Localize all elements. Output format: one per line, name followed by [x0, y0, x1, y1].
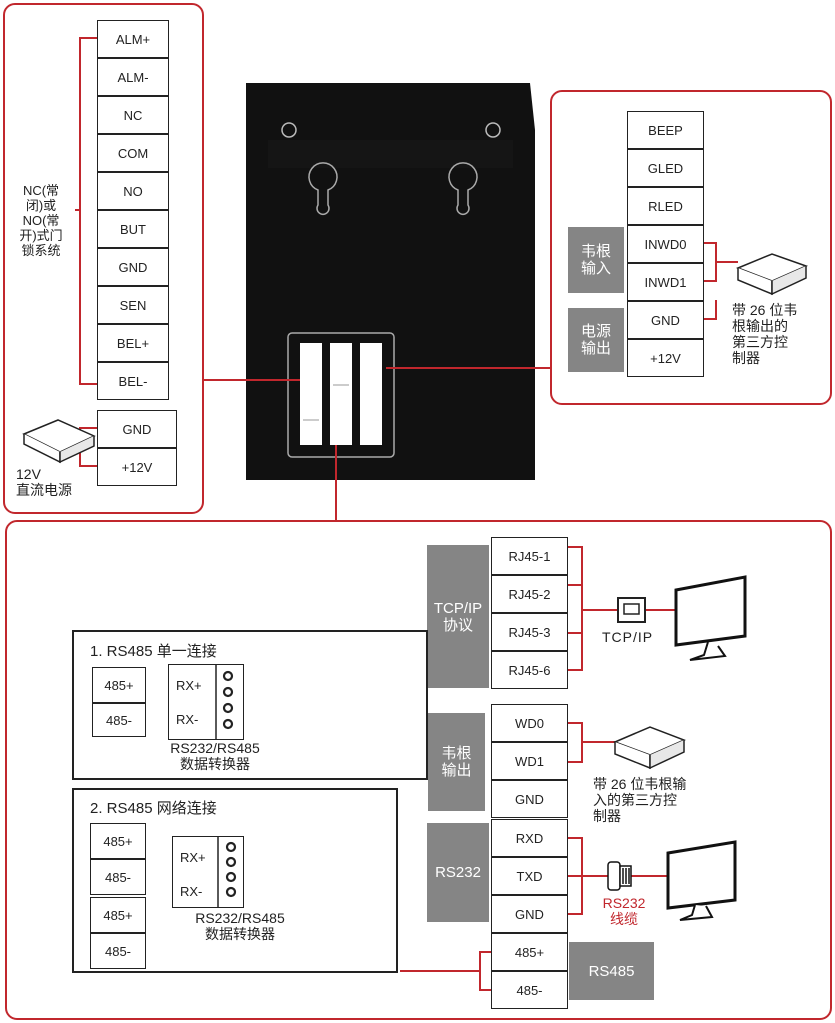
mount-hole-left-icon: [308, 162, 338, 215]
terminal-nc: NC: [97, 96, 169, 134]
mount-hole-right-icon: [448, 162, 478, 215]
wiegand-output-tag: 韦根 输出: [428, 713, 485, 811]
single-device-485-plus: 485+: [92, 667, 146, 703]
terminal-inwd1: INWD1: [627, 263, 704, 301]
network-device-485-minus-1: 485-: [90, 859, 146, 895]
connector-middle: [330, 343, 352, 445]
terminal-beep: BEEP: [627, 111, 704, 149]
tcpip-tag: TCP/IP 协议: [427, 545, 489, 688]
converter-network-rx-minus: RX-: [180, 884, 203, 899]
converter-single-label: RS232/RS485 数据转换器: [170, 740, 260, 772]
terminal-sen: SEN: [97, 286, 169, 324]
terminal-but: BUT: [97, 210, 169, 248]
terminal-com: COM: [97, 134, 169, 172]
terminal-alm-minus: ALM-: [97, 58, 169, 96]
terminal-gnd-rs232: GND: [491, 895, 568, 933]
terminal-rj45-3: RJ45-3: [491, 613, 568, 651]
panel-right-io: [550, 90, 832, 405]
wiegand-input-tag: 韦根 输入: [568, 227, 624, 293]
converter-network-rx-plus: RX+: [180, 850, 206, 865]
terminal-txd: TXD: [491, 857, 568, 895]
panel-communication: [5, 520, 832, 1020]
network-device-485-plus-1: 485+: [90, 823, 146, 859]
panel-door-lock: [3, 3, 204, 514]
terminal-485-minus: 485-: [491, 971, 568, 1009]
monitor-tcpip-icon: [674, 575, 747, 661]
converter-single-rx-minus: RX-: [176, 712, 199, 727]
terminal-bel-plus: BEL+: [97, 324, 169, 362]
connector-right: [360, 343, 382, 445]
rs485-network-title: 2. RS485 网络连接: [90, 800, 217, 817]
power-terminal-12v: +12V: [97, 448, 177, 486]
terminal-bel-minus: BEL-: [97, 362, 169, 400]
wiegand26-input-controller-label: 带 26 位韦根输 入的第三方控 制器: [593, 776, 687, 824]
rs485-tag: RS485: [569, 942, 654, 1000]
db9-connector-rs232-icon: [607, 861, 632, 891]
converter-network-label: RS232/RS485 数据转换器: [195, 910, 285, 942]
dc-power-label: 12V 直流电源: [16, 466, 72, 498]
terminal-gled: GLED: [627, 149, 704, 187]
terminal-no: NO: [97, 172, 169, 210]
terminal-12v-right: +12V: [627, 339, 704, 377]
power-terminal-gnd: GND: [97, 410, 177, 448]
terminal-485-plus: 485+: [491, 933, 568, 971]
door-lock-label: NC(常 闭)或 NO(常 开)式门 锁系统: [19, 183, 63, 258]
terminal-rj45-6: RJ45-6: [491, 651, 568, 689]
single-device-485-minus: 485-: [92, 703, 146, 737]
power-output-tag: 电源 输出: [568, 308, 624, 372]
wiegand26-output-controller-label: 带 26 位韦 根输出的 第三方控 制器: [732, 302, 798, 366]
terminal-inwd0: INWD0: [627, 225, 704, 263]
screw-hole-right-icon: [485, 122, 501, 138]
terminal-gnd-right: GND: [627, 301, 704, 339]
terminal-gnd: GND: [97, 248, 169, 286]
monitor-rs232-icon: [666, 840, 737, 921]
terminal-rxd: RXD: [491, 819, 568, 857]
terminal-wd1: WD1: [491, 742, 568, 780]
screw-hole-left-icon: [281, 122, 297, 138]
tcpip-label: TCP/IP: [602, 629, 654, 645]
terminal-rled: RLED: [627, 187, 704, 225]
rs485-single-title: 1. RS485 单一连接: [90, 643, 217, 660]
rs232-tag: RS232: [427, 823, 489, 922]
terminal-gnd-wiegand: GND: [491, 780, 568, 818]
terminal-rj45-2: RJ45-2: [491, 575, 568, 613]
terminal-alm-plus: ALM+: [97, 20, 169, 58]
rs232-cable-label: RS232 线缆: [602, 895, 646, 927]
terminal-rj45-1: RJ45-1: [491, 537, 568, 575]
converter-single-rx-plus: RX+: [176, 678, 202, 693]
terminal-wd0: WD0: [491, 704, 568, 742]
network-device-485-plus-2: 485+: [90, 897, 146, 933]
network-device-485-minus-2: 485-: [90, 933, 146, 969]
